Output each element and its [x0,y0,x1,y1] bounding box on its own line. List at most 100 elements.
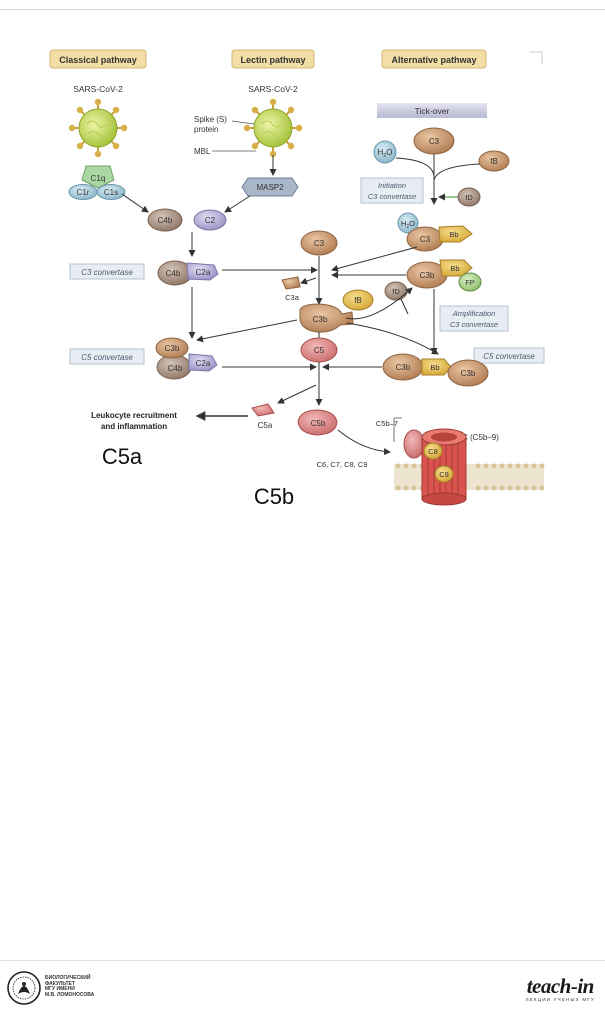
c3b-bb-fp-complex: C3b Bb FP [406,259,482,292]
arrow-c3b-amplification [345,287,413,320]
svg-text:C5a: C5a [258,421,273,430]
h2o-c3-bb-complex: H2O C3 Bb [397,212,473,252]
c9-label: C9 [439,470,449,479]
svg-text:C5: C5 [314,346,325,355]
svg-text:Tick-over: Tick-over [415,106,450,116]
svg-text:C3 convertase: C3 convertase [450,320,498,329]
fb-node-mid: fB [342,289,374,311]
header-classical: Classical pathway [49,49,147,69]
c3-convertase-label-left: C3 convertase [69,263,145,280]
footer: БИОЛОГИЧЕСКИЙ ФАКУЛЬТЕТ МГУ ИМЕНИ М.В. Л… [0,960,605,1013]
faculty-line: МГУ ИМЕНИ [45,986,75,993]
c4b-label: C4b [168,364,183,373]
c3b-label: C3b [396,363,411,372]
mbl-label: MBL [194,147,211,156]
c2a-label: C2a [196,359,211,368]
c1-complex: C1q C1r C1s [68,165,126,200]
complement-diagram: Classical pathway Lectin pathway Alterna… [49,49,545,509]
c5a-node: C5a [251,403,275,430]
svg-text:fD: fD [392,287,400,296]
fd-node-top: fD [457,187,481,207]
svg-text:Alternative pathway: Alternative pathway [391,55,476,65]
faculty-name: БИОЛОГИЧЕСКИЙ ФАКУЛЬТЕТ МГУ ИМЕНИ М.В. Л… [45,975,105,998]
fd-connector [400,298,409,315]
tick-over-bar: Tick-over [377,103,487,118]
fb-node: fB [478,150,510,172]
svg-text:C2: C2 [205,216,216,225]
membrane [394,463,545,491]
fp-label: FP [465,278,475,287]
arrow-c5-c5a [277,384,317,404]
header-lectin: Lectin pathway [231,49,315,69]
c3b-label: C3b [420,271,435,280]
faculty-line: БИОЛОГИЧЕСКИЙ [45,975,91,981]
svg-text:fD: fD [465,193,473,202]
c3-label: C3 [420,235,431,244]
bb-label: Bb [449,230,458,239]
faculty-line: М.В. ЛОМОНОСОВА [45,991,95,998]
arrow-h2oc3bb-to-c3 [331,246,418,272]
big-c5a-label: C5a [102,444,143,469]
svg-text:C5 convertase: C5 convertase [483,352,535,361]
c1q-label: C1q [91,174,106,183]
c3b-label: C3b [461,369,476,378]
inflammation-label: and inflammation [101,422,167,431]
arrow-fb-join [433,163,481,181]
faculty-line: ФАКУЛЬТЕТ [45,980,75,987]
spike-label-2: protein [194,125,218,134]
svg-text:C3a: C3a [285,293,300,302]
arrow-c3a [300,277,317,285]
svg-text:Amplification: Amplification [452,309,496,318]
svg-text:C4b: C4b [158,216,173,225]
c4b2a3b-complex: C4b C3b C2a [155,337,218,380]
arrow-c5b-mac [337,429,391,456]
initiation-label: Initiation C3 convertase [360,177,424,204]
svg-text:C3 convertase: C3 convertase [368,192,416,201]
sars-cov-2-virus-icon [243,98,303,158]
c4b-label: C4b [166,269,181,278]
svg-text:H2O: H2O [401,219,415,230]
svg-text:C3: C3 [429,137,440,146]
leukocyte-label: Leukocyte recruitment [91,411,177,420]
big-c5b-label: C5b [254,484,294,509]
c1s-label: C1s [104,188,118,197]
c3b-bb-c3b-complex: C3b Bb C3b [382,353,489,387]
svg-text:C5b: C5b [311,419,326,428]
footer-divider [0,960,605,961]
svg-text:Initiation: Initiation [378,181,406,190]
teach-in-tagline: ЛЕКЦИИ УЧЕНЫХ МГУ [525,997,595,1002]
spike-label: Spike (S) [194,115,227,124]
c5b7-bracket [393,417,402,442]
c3-alt-node: C3 [413,127,455,155]
bb-label: Bb [450,264,459,273]
svg-text:C3 convertase: C3 convertase [81,268,133,277]
c4b2a-complex: C4b C2a [157,260,219,286]
arrow-c3b-to-alt-c5conv [346,322,439,355]
spike-pointer [231,120,255,125]
c5-convertase-label-right: C5 convertase [473,347,545,364]
c4b-node: C4b [147,208,183,232]
c3b-label: C3b [165,344,180,353]
c5-convertase-label-left: C5 convertase [69,348,145,365]
c2-node: C2 [193,209,227,231]
svg-text:fB: fB [354,296,362,305]
arrow-c1-c4b [121,193,149,213]
c3b-center-node: C3b [299,303,354,333]
c2a-label: C2a [196,268,211,277]
virus-label-classical: SARS-CoV-2 [73,84,123,94]
c3a-node: C3a [281,276,301,302]
svg-text:C3: C3 [314,239,325,248]
c8-label: C8 [428,447,438,456]
c5-node: C5 [300,337,338,363]
fd-node-mid: fD [384,281,408,301]
svg-text:Lectin pathway: Lectin pathway [240,55,305,65]
svg-text:H2O: H2O [377,148,392,159]
teach-in-logo: teach-in ЛЕКЦИИ УЧЕНЫХ МГУ [525,976,595,1003]
masp2-node: MASP2 [241,177,299,197]
mac-label: MAC (C5b–9) [450,433,499,442]
svg-text:fB: fB [490,157,498,166]
amplification-label: Amplification C3 convertase [439,305,509,332]
c3-center-node: C3 [300,230,338,256]
arrow-h2o-join [395,157,435,177]
top-divider [0,9,605,10]
